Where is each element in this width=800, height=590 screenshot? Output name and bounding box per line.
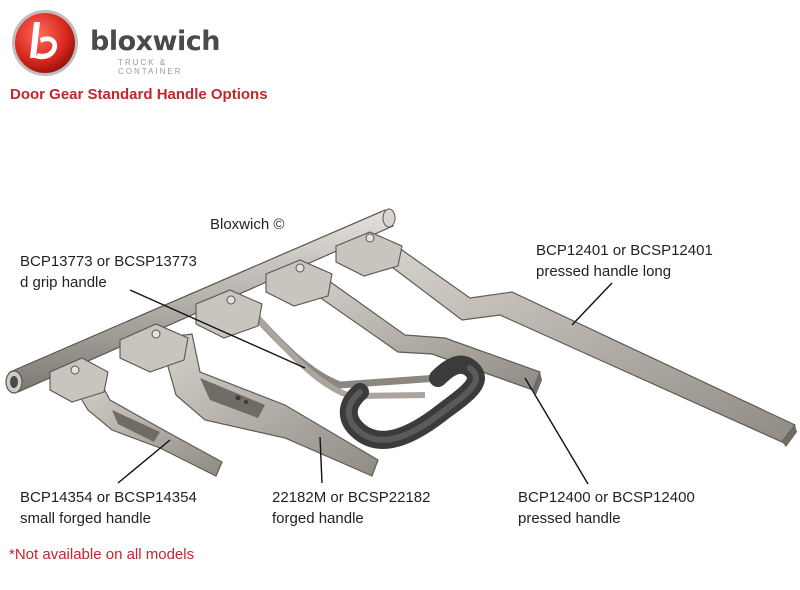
part-number: BCP13773 or BCSP13773 bbox=[20, 253, 197, 270]
hinge-block bbox=[335, 231, 403, 277]
hinge-block bbox=[265, 259, 333, 307]
brand-tagline: TRUCK & CONTAINER bbox=[118, 58, 183, 76]
leader-line-pressed-long bbox=[571, 282, 613, 326]
page-title: Door Gear Standard Handle Options bbox=[10, 86, 268, 103]
leader-line-forged bbox=[319, 436, 323, 484]
part-description: pressed handle long bbox=[536, 263, 672, 280]
bloxwich-logo-icon bbox=[12, 10, 78, 76]
hinge-block bbox=[195, 289, 263, 339]
part-description: forged handle bbox=[272, 510, 364, 527]
part-description: small forged handle bbox=[20, 510, 151, 527]
label-small-forged-handle: BCP14354 or BCSP14354 small forged handl… bbox=[20, 487, 197, 529]
part-number: BCP12400 or BCSP12400 bbox=[518, 489, 695, 506]
brand-name: bloxwich bbox=[90, 26, 220, 57]
hinge-bar bbox=[5, 208, 396, 394]
label-pressed-handle: BCP12400 or BCSP12400 pressed handle bbox=[518, 487, 695, 529]
pressed-handle-long bbox=[370, 249, 797, 447]
label-pressed-handle-long: BCP12401 or BCSP12401 pressed handle lon… bbox=[536, 240, 713, 282]
brand-logo: bloxwich TRUCK & CONTAINER bbox=[10, 8, 220, 80]
forged-handle bbox=[159, 333, 379, 477]
label-forged-handle: 22182M or BCSP22182 forged handle bbox=[272, 487, 430, 529]
part-number: BCP12401 or BCSP12401 bbox=[536, 242, 713, 259]
hinge-block bbox=[119, 323, 189, 373]
leader-line-small-forged bbox=[117, 439, 171, 484]
leader-line-pressed bbox=[524, 377, 589, 485]
hinge-block bbox=[49, 357, 109, 403]
part-description: d grip handle bbox=[20, 274, 107, 291]
label-d-grip-handle: BCP13773 or BCSP13773 d grip handle bbox=[20, 251, 197, 293]
part-number: 22182M or BCSP22182 bbox=[272, 489, 431, 506]
part-number: BCP14354 or BCSP14354 bbox=[20, 489, 197, 506]
pressed-handle bbox=[290, 275, 542, 395]
leader-line-d-grip bbox=[129, 289, 306, 369]
copyright-label: Bloxwich © bbox=[210, 216, 285, 233]
part-description: pressed handle bbox=[518, 510, 621, 527]
availability-note: *Not available on all models bbox=[9, 546, 195, 563]
